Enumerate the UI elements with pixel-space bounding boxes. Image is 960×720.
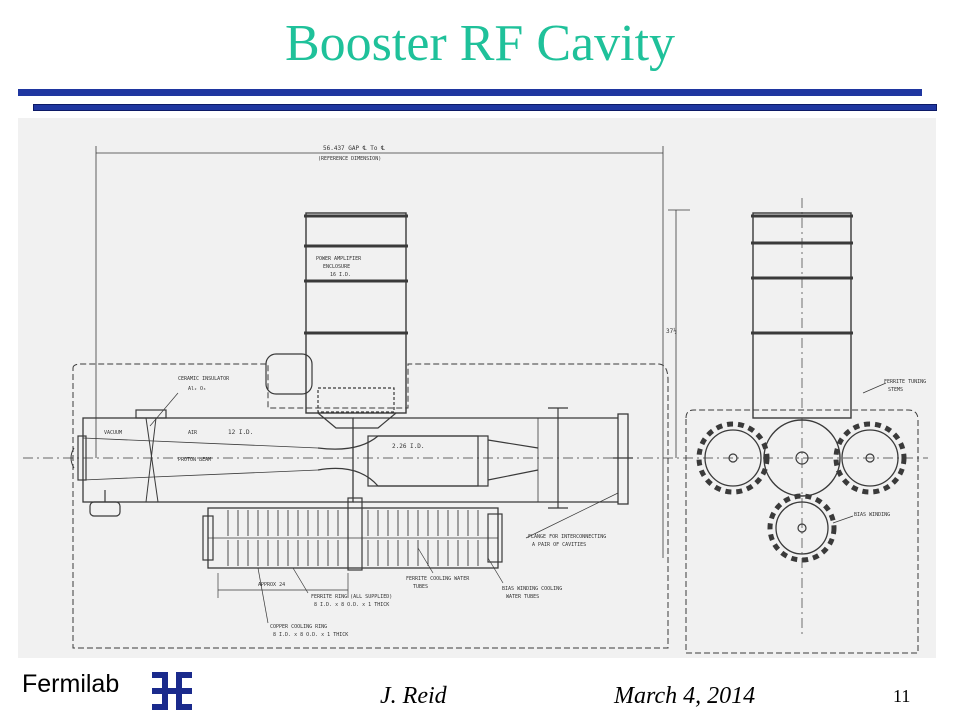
end-view-enclosure [685, 409, 919, 654]
label-air: AIR [188, 430, 198, 436]
label-ceramic-2: Al₂ O₃ [188, 386, 206, 392]
right-flange [617, 413, 629, 505]
fermilab-logo-icon [152, 672, 192, 710]
rf-cavity-drawing: 56.437 GAP ℄ To ℄ (REFERENCE DIMENSION) … [18, 118, 936, 658]
label-approx: APPROX 24 [258, 582, 285, 588]
label-ferrite-tuning-2: STEMS [888, 387, 903, 393]
label-power-amp-3: 16 I.D. [330, 272, 351, 278]
label-ferrite-ring-2: 8 I.D. x 8 O.D. x 1 THICK [314, 602, 389, 608]
label-ferrite-water-2: TUBES [413, 584, 428, 590]
label-vacuum: VACUUM [104, 430, 122, 436]
title-rule-top [18, 89, 922, 96]
label-ferrite-ring: FERRITE RING (ALL SUPPLIED) [311, 594, 392, 600]
left-tuner-gear [704, 429, 762, 487]
label-flange: FLANGE FOR INTERCONNECTING [528, 534, 606, 540]
page-number: 11 [893, 686, 911, 706]
fermilab-logo-text: Fermilab [22, 670, 120, 698]
side-box [265, 353, 313, 395]
label-bias-water: BIAS WINDING COOLING [502, 586, 562, 592]
label-power-amp-2: ENCLOSURE [323, 264, 350, 270]
label-gap: 56.437 GAP ℄ To ℄ [323, 145, 385, 152]
label-ceramic: CERAMIC INSULATOR [178, 376, 230, 382]
label-bias-winding: BIAS WINDING [854, 512, 890, 518]
label-copper-ring: COPPER COOLING RING [270, 624, 327, 630]
title-rule-bottom [33, 104, 937, 111]
label-gap-sub: (REFERENCE DIMENSION) [318, 156, 381, 162]
enclosure-outline [72, 363, 669, 649]
label-dim-37: 37½ [666, 328, 677, 335]
inner-conductor [367, 435, 479, 487]
label-ferrite-water: FERRITE COOLING WATER [406, 576, 470, 582]
label-12-id: 12 I.D. [228, 429, 253, 436]
label-power-amp: POWER AMPLIFIER [316, 256, 362, 262]
beam-pipe [82, 417, 354, 503]
label-ferrite-tuning: FERRITE TUNING [884, 379, 926, 385]
right-tuner-gear [841, 429, 899, 487]
label-flange-2: A PAIR OF CAVITIES [532, 542, 586, 548]
label-226-id: 2.26 I.D. [392, 443, 425, 450]
footer-date: March 4, 2014 [614, 683, 756, 709]
label-bias-water-2: WATER TUBES [506, 594, 539, 600]
label-copper-ring-2: 8 I.D. x 8 O.D. x 1 THICK [273, 632, 348, 638]
footer-author: J. Reid [380, 683, 447, 709]
slide-title: Booster RF Cavity [284, 15, 676, 72]
end-view-center-circle [763, 419, 841, 497]
power-amplifier-cylinder [305, 212, 407, 414]
bottom-tuner-gear [775, 501, 829, 555]
label-proton-beam: PROTON BEAM [178, 457, 211, 463]
engineering-drawing-svg: 56.437 GAP ℄ To ℄ (REFERENCE DIMENSION) … [23, 145, 928, 654]
